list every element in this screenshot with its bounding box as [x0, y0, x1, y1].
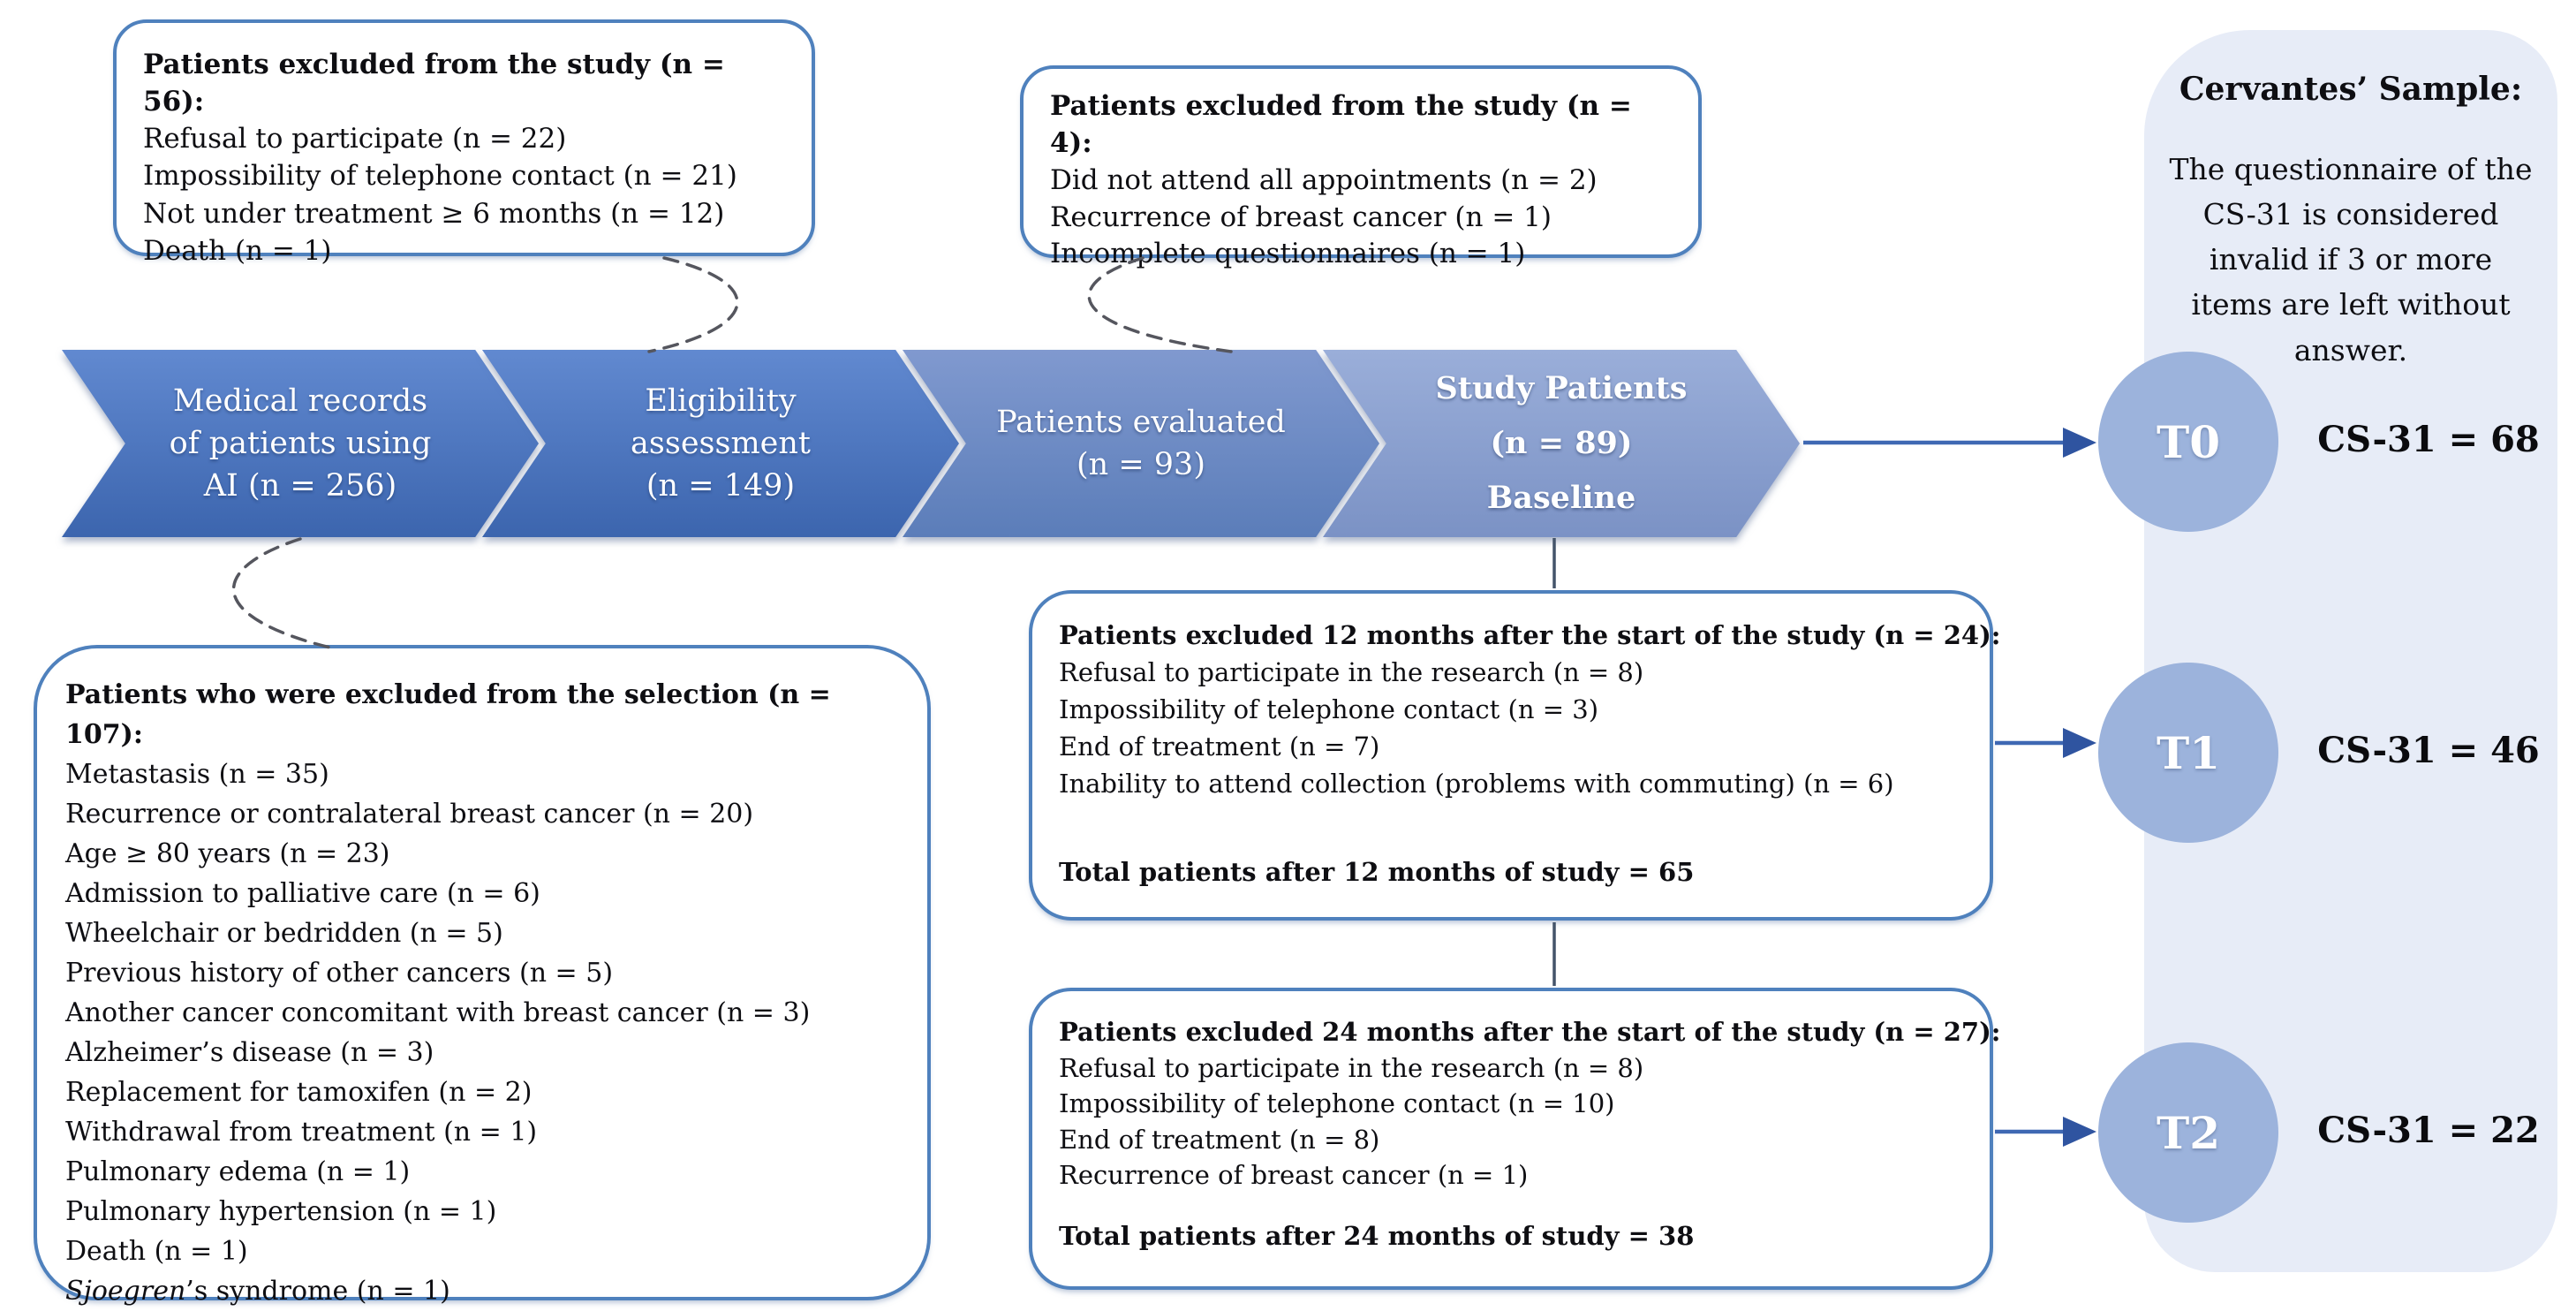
italic-term: Sjoegren [65, 1276, 186, 1307]
chevron-line: AI (n = 256) [203, 468, 397, 504]
chevron-line: assessment [631, 425, 811, 461]
exclusion-item: Previous history of other cancers (n = 5… [65, 958, 614, 989]
followup-24-months-box: Patients excluded 24 months after the st… [1029, 988, 2001, 1290]
chevron-medical-records: Medical records of patients using AI (n … [62, 350, 539, 537]
exclusion-item: Age ≥ 80 years (n = 23) [65, 838, 390, 869]
box-title: Patients excluded 12 months after the st… [1059, 620, 2001, 650]
chevron-shape: Eligibility assessment (n = 149) [482, 350, 959, 537]
exclusion-item: Pulmonary hypertension (n = 1) [65, 1196, 497, 1227]
chevron-line: (n = 149) [646, 468, 796, 504]
exclusion-item: Recurrence or contralateral breast cance… [65, 799, 754, 830]
exclusion-item: Wheelchair or bedridden (n = 5) [65, 918, 503, 949]
exclusion-item: Recurrence of breast cancer (n = 1) [1050, 201, 1552, 233]
cs31-score-t1: CS-31 = 46 [2317, 730, 2540, 771]
exclusion-item: Refusal to participate in the research (… [1059, 657, 1644, 688]
exclusion-box-eligibility: Patients excluded from the study (n = 56… [113, 19, 815, 267]
box-title: Patients excluded from the study (n = 4)… [1050, 90, 1632, 159]
timepoint-label: T0 [2157, 415, 2220, 468]
chevron-line: (n = 89) [1490, 424, 1633, 461]
exclusion-item: Death (n = 1) [143, 234, 332, 267]
box-title: Patients who were excluded from the sele… [65, 679, 831, 750]
chevron-line: of patients using [169, 425, 432, 461]
chevron-shape: Medical records of patients using AI (n … [62, 350, 539, 537]
exclusion-item: Death (n = 1) [65, 1236, 248, 1267]
followup-12-months-box: Patients excluded 12 months after the st… [1029, 590, 2001, 921]
exclusion-item: Refusal to participate (n = 22) [143, 123, 567, 155]
chevron-shape: Study Patients (n = 89) Baseline [1323, 350, 1800, 537]
exclusion-box-baseline: Patients excluded from the study (n = 4)… [1020, 65, 1702, 269]
chevron-eligibility-assessment: Eligibility assessment (n = 149) [482, 350, 959, 537]
chevron-line: Eligibility [645, 383, 797, 419]
cs31-score-t0: CS-31 = 68 [2317, 419, 2540, 460]
arrow-head-icon-t1 [2063, 728, 2096, 758]
arrow-head-icon-t0 [2063, 428, 2096, 458]
exclusion-item: End of treatment (n = 7) [1059, 731, 1380, 762]
timepoint-circle-t1: T1 [2098, 663, 2278, 843]
exclusion-item: Withdrawal from treatment (n = 1) [65, 1117, 538, 1148]
exclusion-item: Alzheimer’s disease (n = 3) [65, 1037, 434, 1068]
chevron-line: (n = 93) [1076, 447, 1205, 482]
timepoint-circle-t0: T0 [2098, 352, 2278, 532]
spacer [1059, 1194, 1977, 1218]
dashed-connector-boxA-chevron2 [647, 256, 739, 353]
exclusion-item: Inability to attend collection (problems… [1059, 769, 1894, 799]
exclusion-item: Incomplete questionnaires (n = 1) [1050, 238, 1526, 270]
chevron-shape: Patients evaluated (n = 93) [903, 350, 1379, 537]
timepoint-label: T1 [2157, 726, 2220, 779]
box-title: Patients excluded 24 months after the st… [1059, 1017, 2001, 1047]
exclusion-item: Did not attend all appointments (n = 2) [1050, 163, 1598, 196]
total-line: Total patients after 24 months of study … [1059, 1220, 1695, 1251]
dashed-connector-chevron1-selection-box [231, 537, 336, 650]
exclusion-item: Impossibility of telephone contact (n = … [143, 160, 737, 193]
selection-exclusion-box: Patients who were excluded from the sele… [34, 645, 931, 1307]
exclusion-item: Not under treatment ≥ 6 months (n = 12) [143, 197, 725, 230]
chevron-line: Study Patients [1435, 369, 1688, 406]
exclusion-item: Metastasis (n = 35) [65, 759, 329, 790]
spacer [1059, 802, 1977, 853]
arrow-head-icon-t2 [2063, 1117, 2096, 1147]
panel-title: Cervantes’ Sample: [2179, 71, 2523, 108]
cs31-score-t2: CS-31 = 22 [2317, 1110, 2540, 1151]
exclusion-item: Pulmonary edema (n = 1) [65, 1156, 411, 1187]
exclusion-item: Replacement for tamoxifen (n = 2) [65, 1077, 533, 1108]
box-title: Patients excluded from the study (n = 56… [143, 49, 725, 118]
exclusion-item: Impossibility of telephone contact (n = … [1059, 1088, 1615, 1119]
chevron-line: Baseline [1486, 480, 1636, 517]
timepoint-label: T2 [2157, 1106, 2220, 1159]
chevron-line: Patients evaluated [996, 404, 1286, 440]
exclusion-item: Sjoegren’s syndrome (n = 1) [65, 1276, 450, 1307]
chevron-patients-evaluated: Patients evaluated (n = 93) [903, 350, 1379, 537]
chevron-study-patients: Study Patients (n = 89) Baseline [1323, 350, 1800, 537]
chevron-line: Medical records [172, 383, 428, 419]
panel-body-text: The questionnaire of the CS-31 is consid… [2169, 152, 2533, 368]
timepoint-circle-t2: T2 [2098, 1042, 2278, 1223]
exclusion-item: Impossibility of telephone contact (n = … [1059, 694, 1599, 725]
total-line: Total patients after 12 months of study … [1059, 857, 1695, 888]
exclusion-item: Another cancer concomitant with breast c… [65, 997, 811, 1028]
exclusion-item: Refusal to participate in the research (… [1059, 1052, 1644, 1083]
exclusion-item: End of treatment (n = 8) [1059, 1124, 1380, 1155]
exclusion-item: Recurrence of breast cancer (n = 1) [1059, 1160, 1529, 1191]
exclusion-item: Admission to palliative care (n = 6) [65, 878, 540, 909]
